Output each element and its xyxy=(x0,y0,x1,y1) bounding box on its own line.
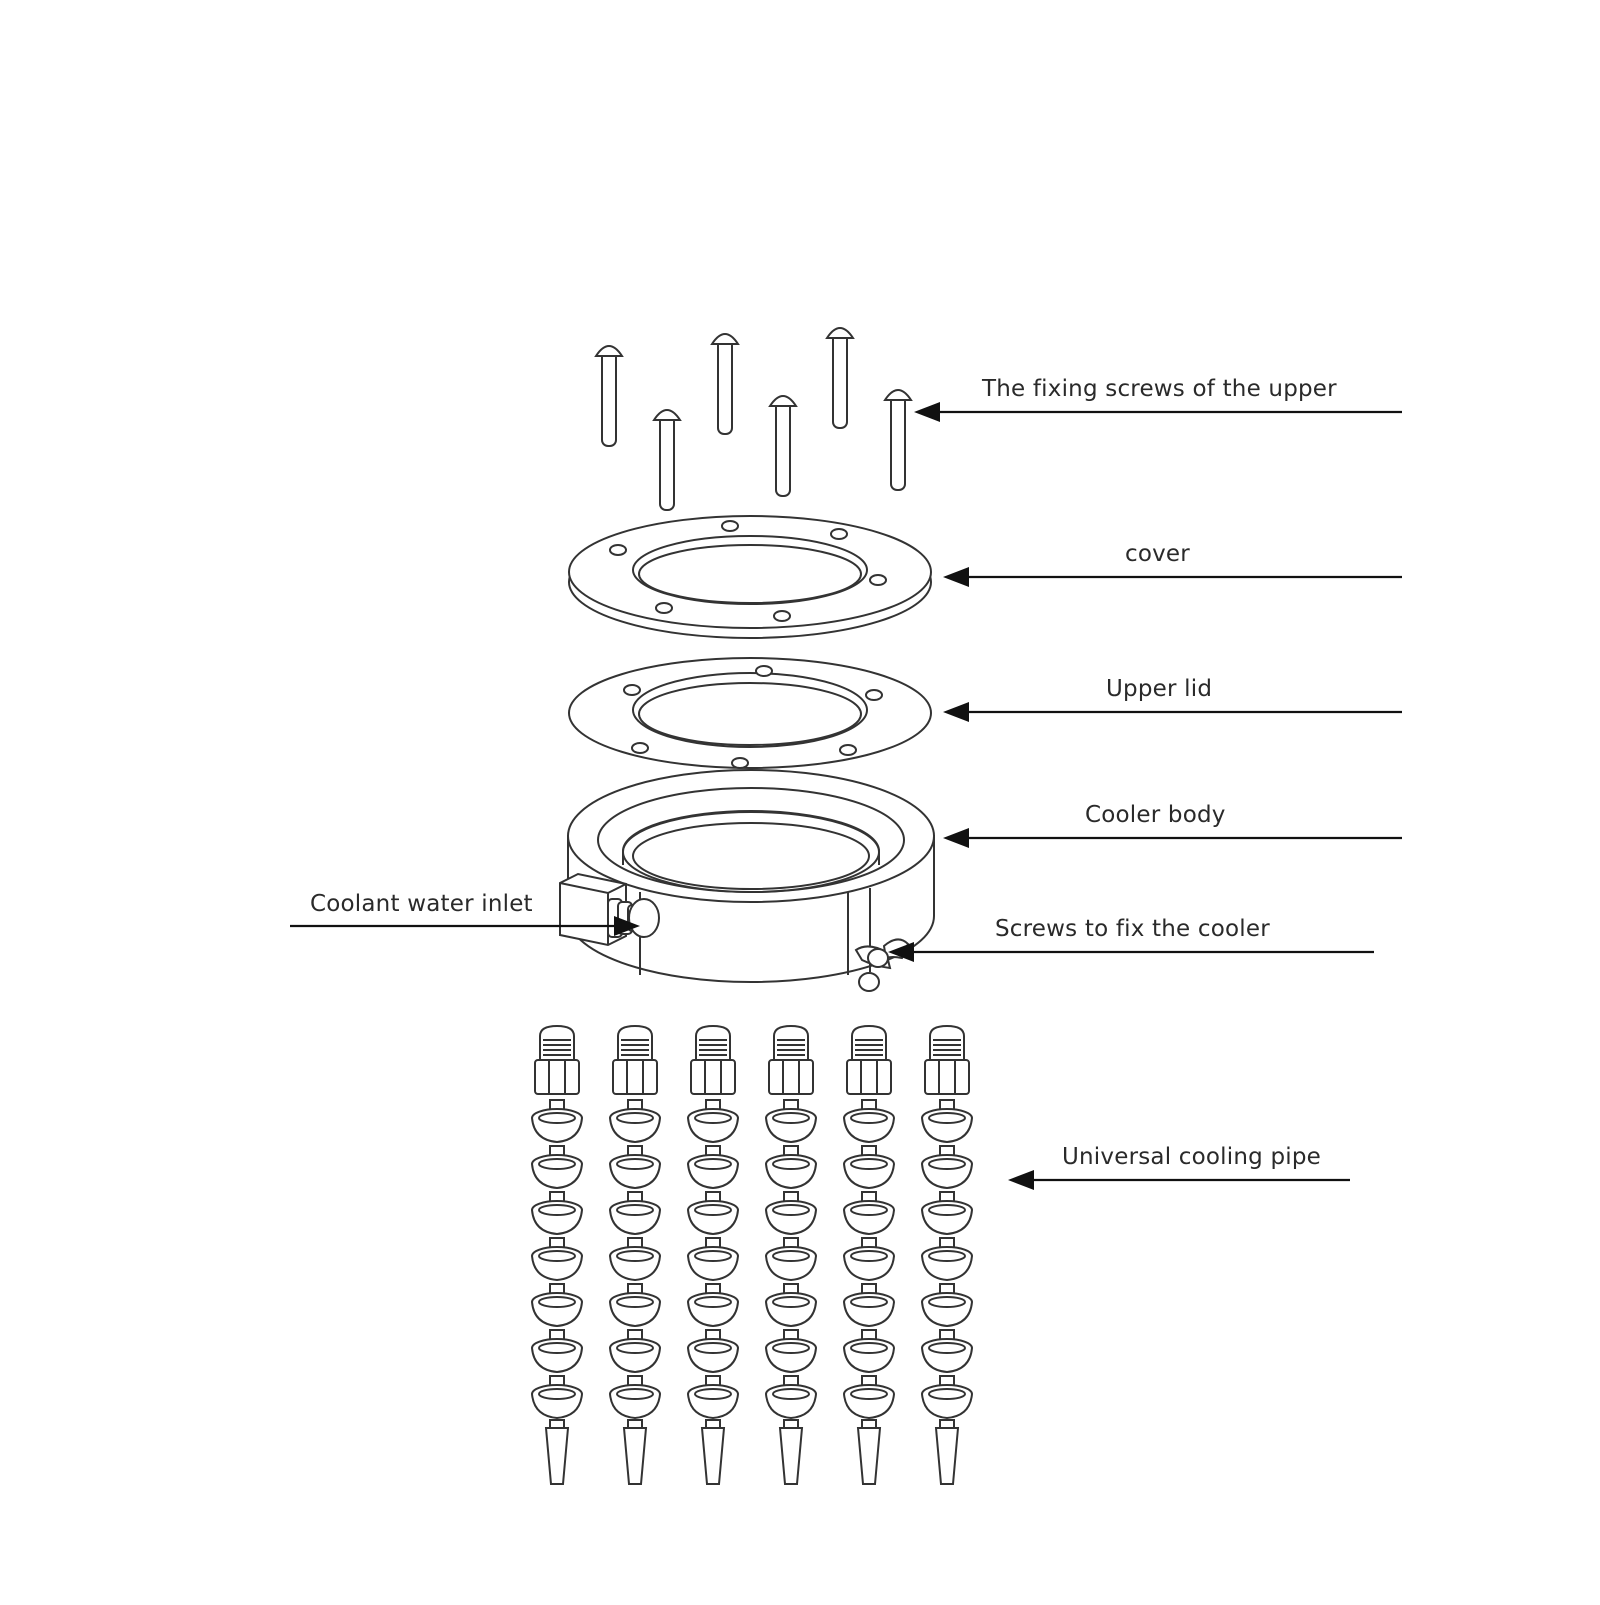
cooling-pipe-3 xyxy=(686,1024,740,1485)
arrow-cooler-body xyxy=(943,828,1402,848)
label-cooling-pipe: Universal cooling pipe xyxy=(1062,1144,1321,1170)
arrow-upper-lid xyxy=(943,702,1402,722)
cooling-pipe-4 xyxy=(764,1024,818,1485)
screw-4 xyxy=(768,395,798,497)
arrow-screws-cooler xyxy=(888,942,1374,962)
label-cover: cover xyxy=(1125,541,1190,567)
label-screws-upper: The fixing screws of the upper xyxy=(982,376,1337,402)
arrow-coolant-inlet xyxy=(290,916,640,936)
label-coolant-inlet: Coolant water inlet xyxy=(310,891,533,917)
cooling-pipe-2 xyxy=(608,1024,662,1485)
cooler-body xyxy=(567,769,935,983)
screw-1 xyxy=(594,345,624,447)
cooling-pipe-1 xyxy=(530,1024,584,1485)
label-screws-cooler: Screws to fix the cooler xyxy=(995,916,1270,942)
screw-5 xyxy=(825,327,855,429)
arrow-cover xyxy=(943,567,1402,587)
cooling-pipe-6 xyxy=(920,1024,974,1485)
screw-6 xyxy=(883,389,913,491)
universal-cooling-pipes xyxy=(530,1024,974,1485)
label-upper-lid: Upper lid xyxy=(1106,676,1213,702)
upper-fixing-screws xyxy=(594,327,913,511)
label-cooler-body: Cooler body xyxy=(1085,802,1226,828)
arrow-cooling-pipe xyxy=(1008,1170,1350,1190)
screw-3 xyxy=(710,333,740,435)
arrow-screws-upper xyxy=(914,402,1402,422)
upper-lid-ring xyxy=(568,657,932,769)
cooling-pipe-5 xyxy=(842,1024,896,1485)
screw-2 xyxy=(652,409,682,511)
leader-arrows xyxy=(290,402,1402,1190)
cover-ring xyxy=(568,515,932,639)
